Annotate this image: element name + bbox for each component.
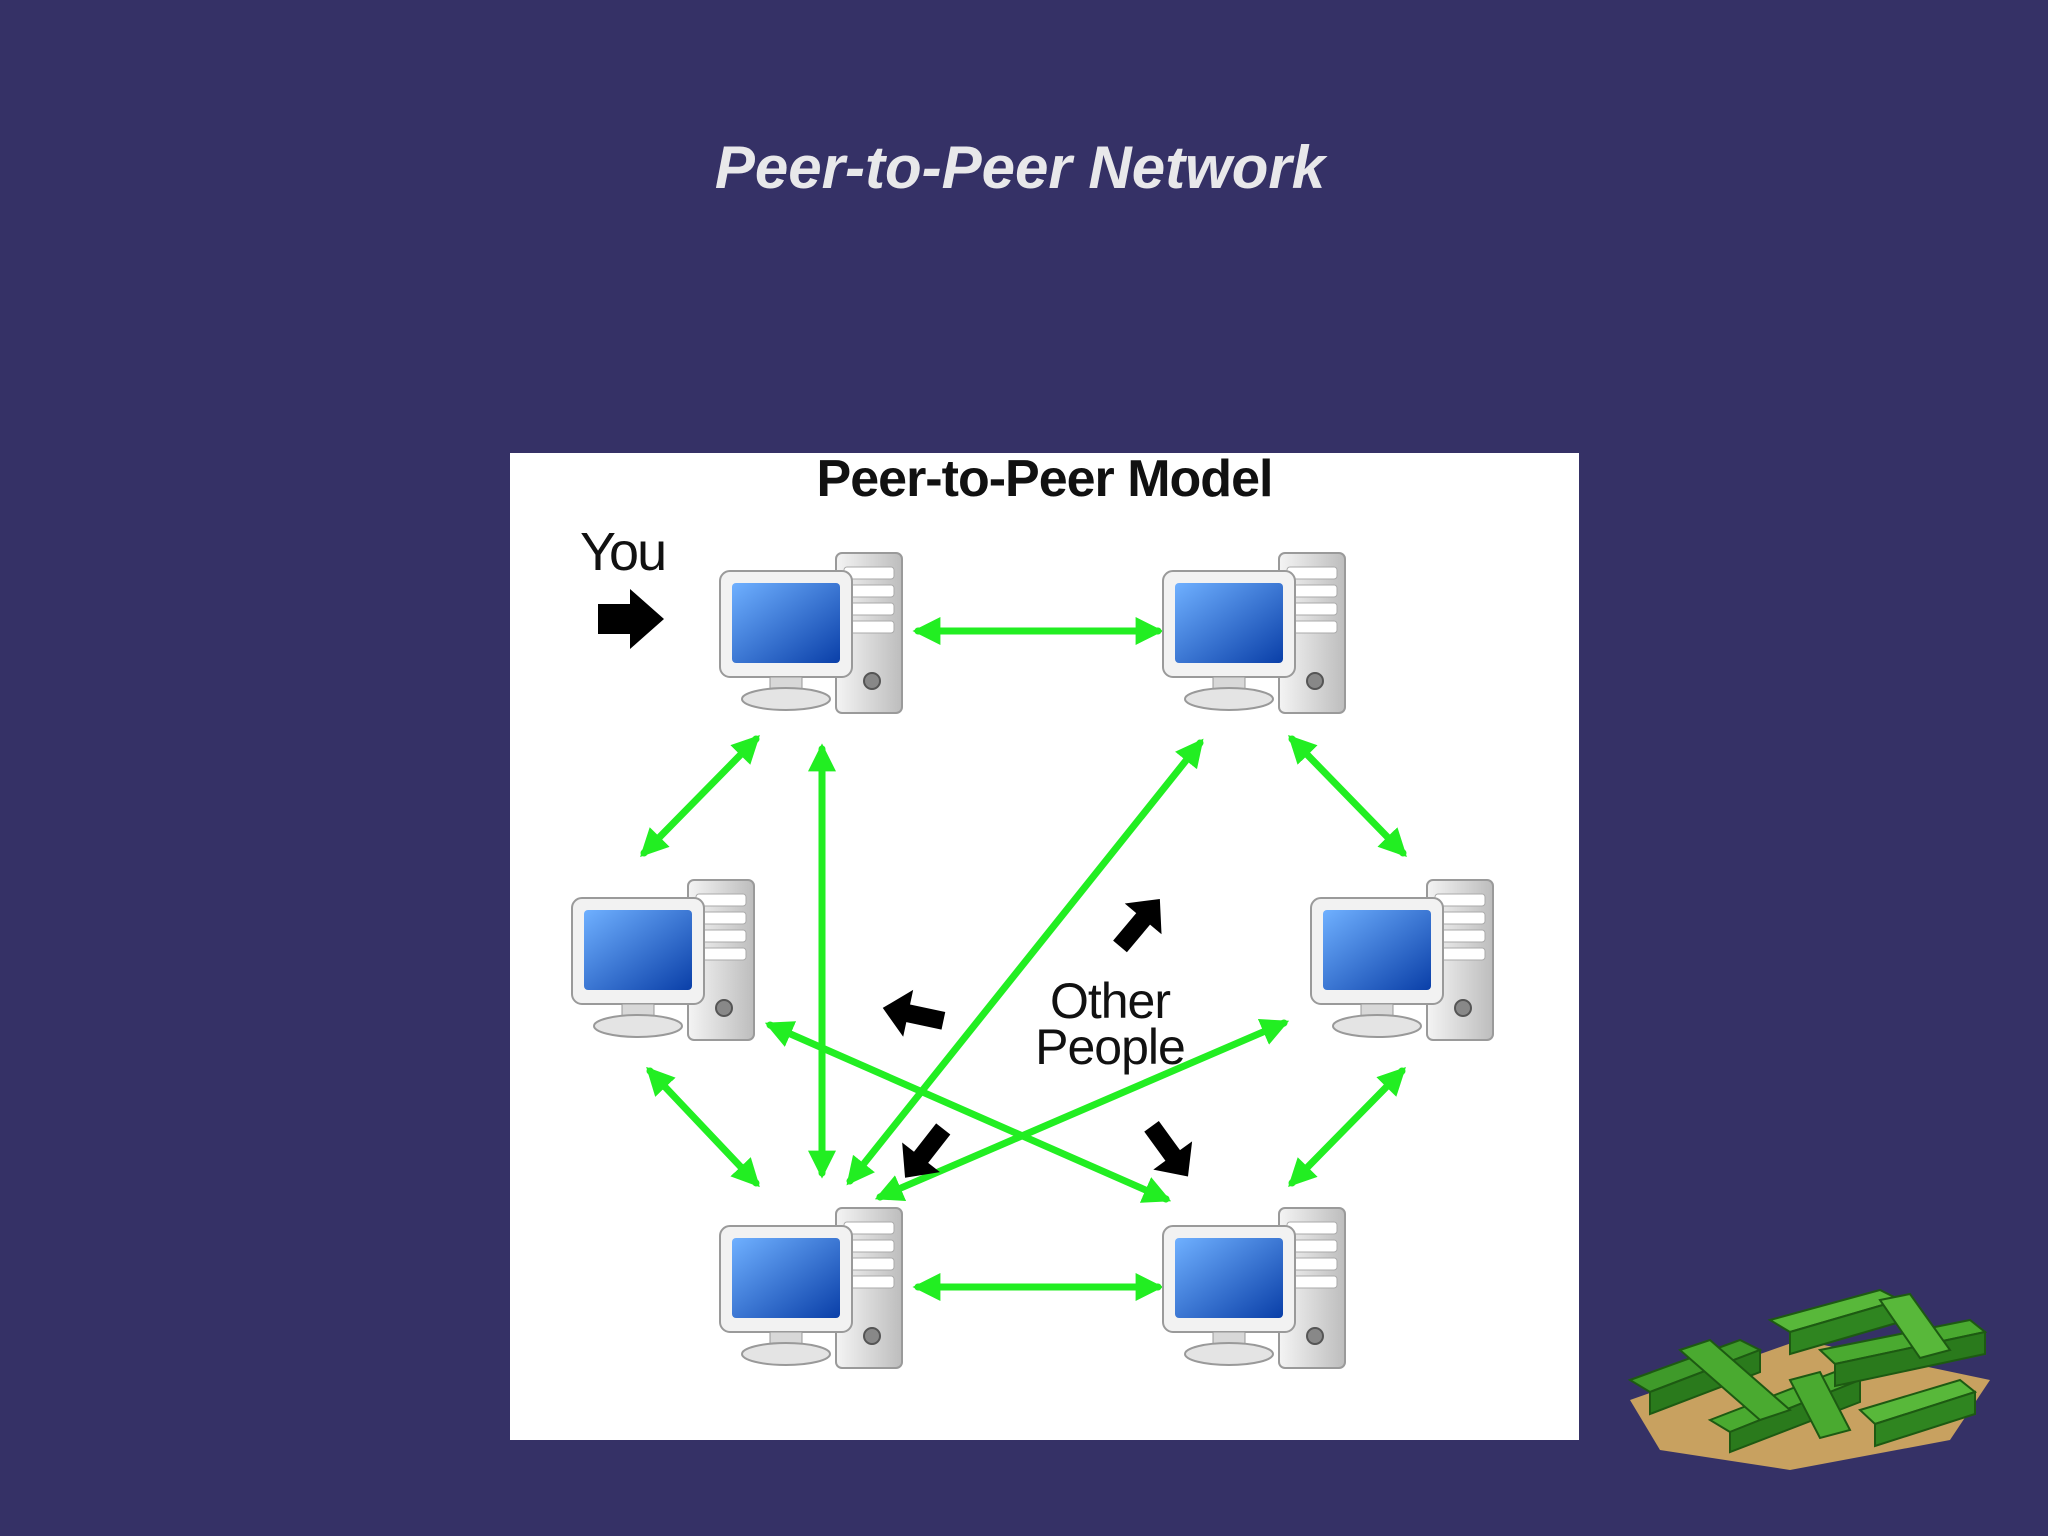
other-people-line2: People — [1035, 1019, 1186, 1075]
network-diagram — [571, 552, 1494, 1369]
link-midleft-bottomleft — [646, 1066, 760, 1188]
link-topright-midright — [1288, 734, 1407, 858]
slide-title: Peer-to-Peer Network — [714, 134, 1326, 201]
other-arrow-left — [882, 989, 946, 1037]
you-pointer-arrow — [598, 589, 664, 649]
computer-bottom-left-icon — [719, 1207, 903, 1369]
other-arrow-upright — [1113, 898, 1162, 953]
other-arrow-downleft — [902, 1123, 951, 1178]
other-people-line1: Other — [1049, 973, 1171, 1029]
computer-mid-left-icon — [571, 879, 755, 1041]
computer-top-left-icon — [719, 552, 903, 714]
you-label: You — [580, 522, 667, 582]
link-midright-bottomleft — [874, 1019, 1290, 1201]
other-arrow-downright — [1144, 1121, 1193, 1177]
computer-bottom-right-icon — [1162, 1207, 1346, 1369]
link-topright-bottomleft — [846, 738, 1204, 1186]
diagram-heading: Peer-to-Peer Model — [816, 450, 1274, 508]
computer-top-right-icon — [1162, 552, 1346, 714]
link-midright-bottomright — [1288, 1067, 1406, 1187]
link-topleft-midleft — [640, 735, 760, 857]
diagram-panel: Peer-to-Peer Model You Other People — [510, 453, 1579, 1440]
computer-mid-right-icon — [1310, 879, 1494, 1041]
maze-icon — [1627, 1288, 1990, 1470]
other-people-label: Other People — [980, 973, 1240, 1075]
